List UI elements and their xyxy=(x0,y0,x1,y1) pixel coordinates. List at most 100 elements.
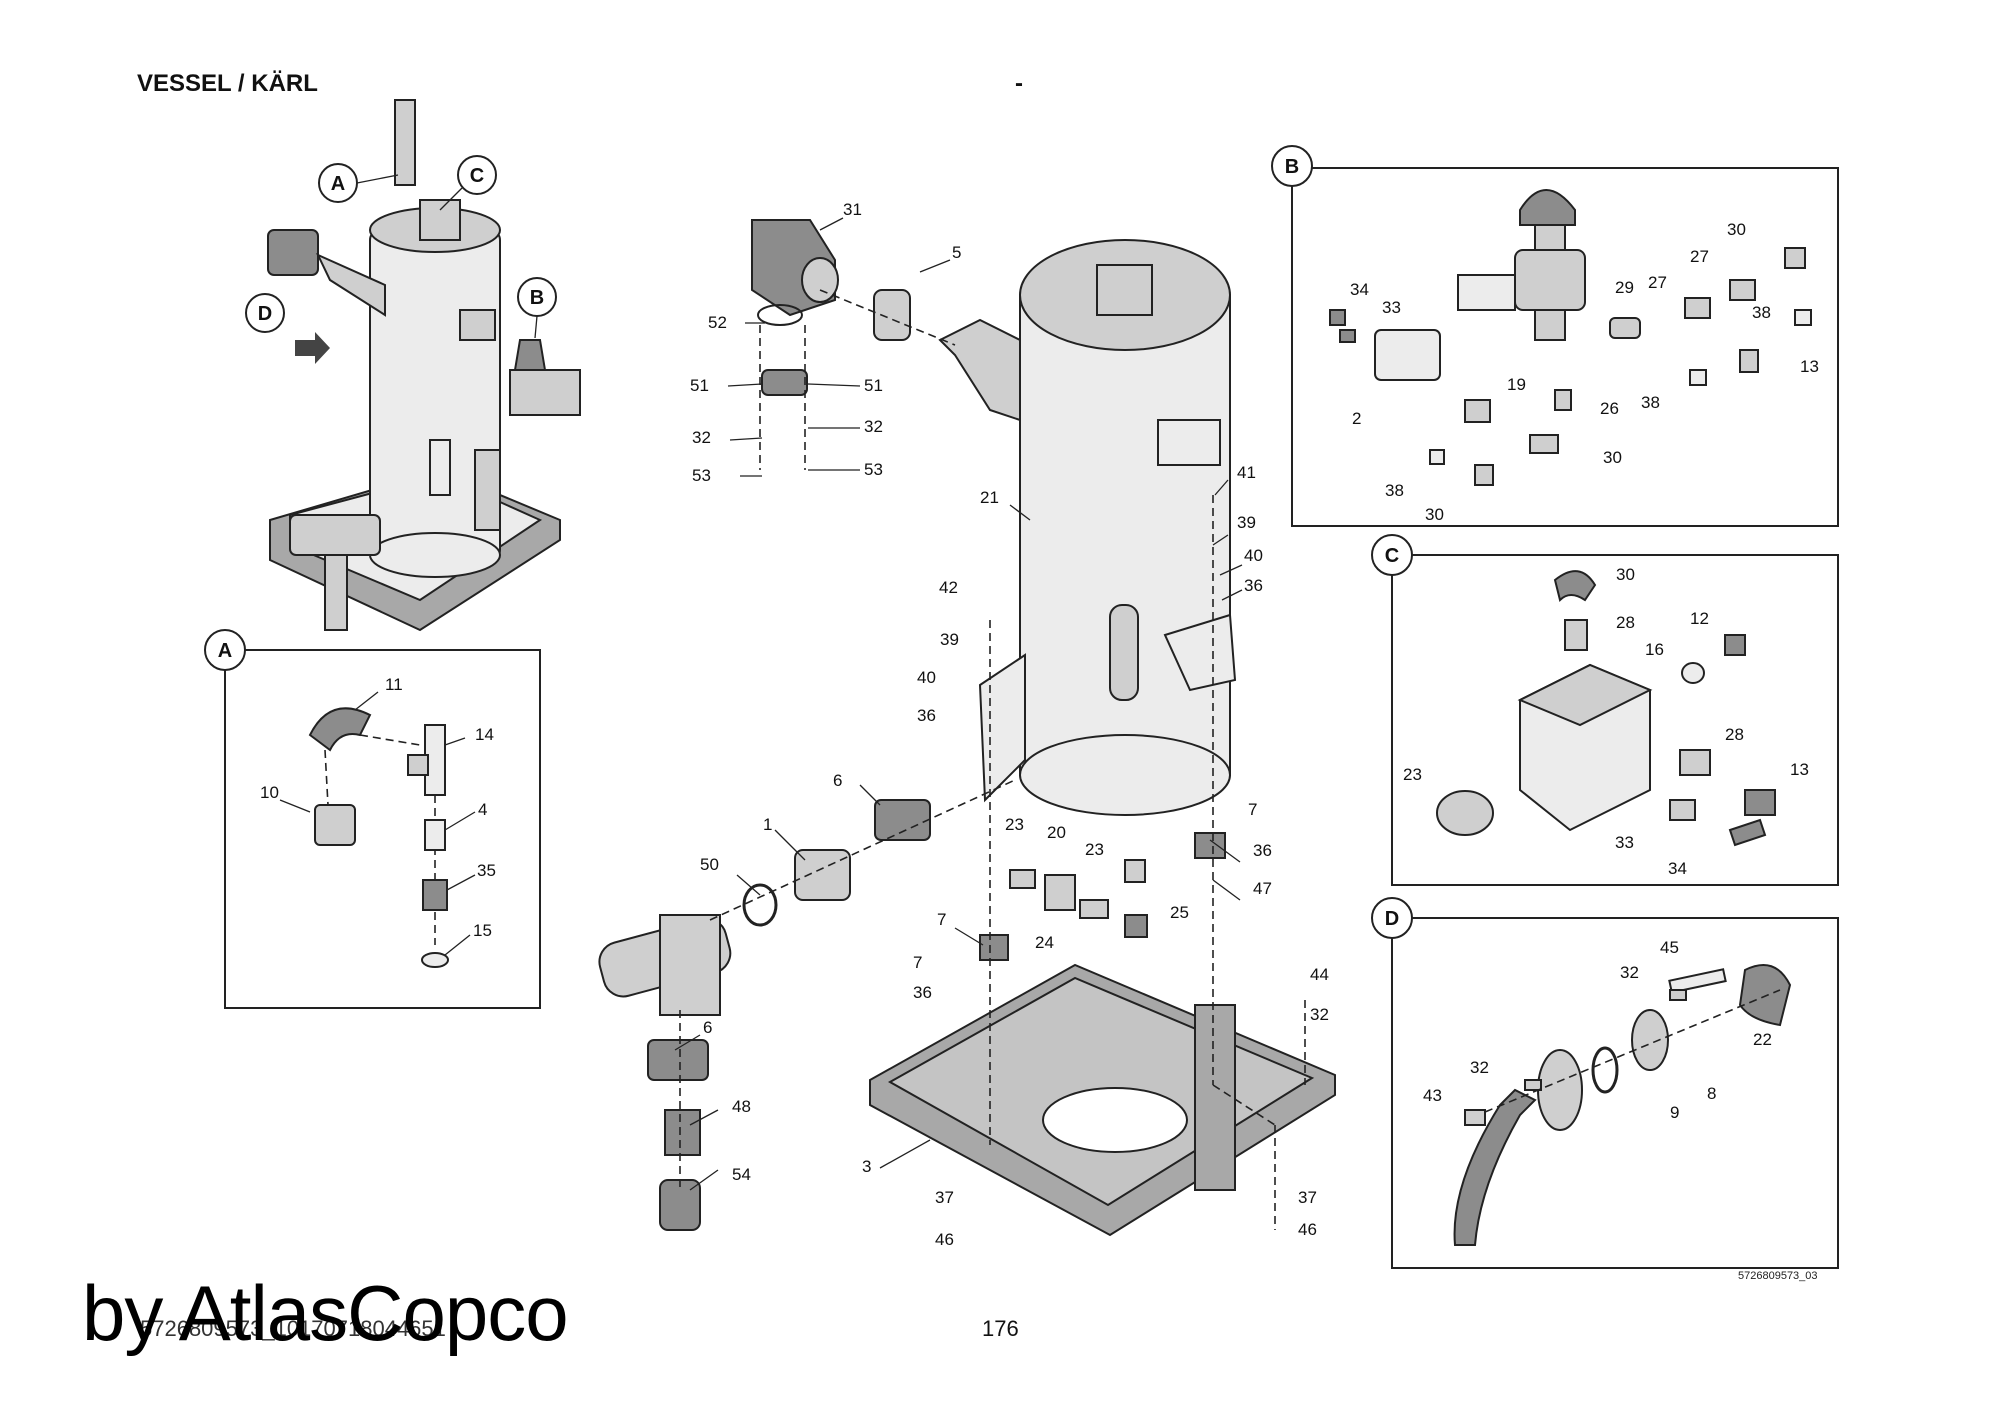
part-number-label: 38 xyxy=(1385,481,1404,500)
overview-assembly xyxy=(267,99,581,632)
part-number-label: 51 xyxy=(690,376,709,395)
callout-b-top: B xyxy=(517,277,557,339)
page-title: VESSEL / KÄRL xyxy=(137,70,318,97)
part-number-label: 33 xyxy=(1382,298,1401,317)
part-number-label: 35 xyxy=(477,861,496,880)
callout-d-top: D xyxy=(245,293,330,364)
part-number-label: 34 xyxy=(1350,280,1369,299)
drawing-id: 5726809573_03 xyxy=(1738,1270,1818,1282)
main-leaders xyxy=(674,217,1243,1191)
part-number-label: 23 xyxy=(1085,840,1104,859)
part-number-label: 51 xyxy=(864,376,883,395)
part-number-label: 54 xyxy=(732,1165,751,1184)
main-left-pipework xyxy=(598,779,1016,1231)
part-number-label: 43 xyxy=(1423,1086,1442,1105)
main-lower-fittings xyxy=(979,832,1226,961)
part-number-label: 32 xyxy=(864,417,883,436)
part-number-label: 39 xyxy=(1237,513,1256,532)
part-number-label: 39 xyxy=(940,630,959,649)
detail-a-parts xyxy=(308,707,449,968)
part-number-label: 37 xyxy=(1298,1188,1317,1207)
part-number-label: 31 xyxy=(843,200,862,219)
part-number-label: 29 xyxy=(1615,278,1634,297)
part-number-label: 13 xyxy=(1790,760,1809,779)
part-number-label: 26 xyxy=(1600,399,1619,418)
detail-c-frame xyxy=(1391,554,1839,886)
part-number-label: 6 xyxy=(703,1018,712,1037)
part-number-label: 23 xyxy=(1005,815,1024,834)
part-number-label: 36 xyxy=(917,706,936,725)
detail-c-parts xyxy=(1436,570,1776,847)
part-number-label: 23 xyxy=(1403,765,1422,784)
part-number-label: 40 xyxy=(917,668,936,687)
part-number-label: 30 xyxy=(1425,505,1444,524)
part-number-label: 25 xyxy=(1170,903,1189,922)
part-number-label: 15 xyxy=(473,921,492,940)
part-number-label: 32 xyxy=(1470,1058,1489,1077)
page-number: 176 xyxy=(982,1316,1019,1341)
callout-a-top: A xyxy=(318,163,399,203)
detail-c-labels: 30 28 12 16 28 13 23 33 34 xyxy=(1403,565,1809,878)
part-number-label: 5 xyxy=(952,243,961,262)
callout-a-letter: A xyxy=(331,173,345,195)
part-number-label: 37 xyxy=(935,1188,954,1207)
part-number-label: 34 xyxy=(1668,859,1687,878)
header-separator: - xyxy=(1015,70,1023,97)
detail-d-labels: 45 32 22 32 43 8 9 xyxy=(1423,938,1772,1122)
main-top-fittings xyxy=(751,219,956,470)
part-number-label: A xyxy=(218,640,232,662)
detail-a-labels: 11 14 10 4 35 15 xyxy=(260,675,496,940)
part-number-label: 30 xyxy=(1616,565,1635,584)
part-number-label: 46 xyxy=(935,1230,954,1249)
detail-d-parts xyxy=(1453,964,1792,1246)
part-number-label: 33 xyxy=(1615,833,1634,852)
callout-c-top: C xyxy=(439,155,497,211)
part-number-label: C xyxy=(1385,545,1399,567)
part-number-label: 27 xyxy=(1690,247,1709,266)
part-number-label: 36 xyxy=(1244,576,1263,595)
part-number-label: 2 xyxy=(1352,409,1361,428)
watermark: by AtlasCopco xyxy=(82,1269,569,1357)
part-number-label: D xyxy=(1385,908,1399,930)
detail-b-parts xyxy=(1329,189,1812,486)
part-number-label: 44 xyxy=(1310,965,1329,984)
part-number-label: 38 xyxy=(1641,393,1660,412)
main-dashed-lines xyxy=(989,495,1306,1230)
part-number-label: 7 xyxy=(913,953,922,972)
part-number-label: 36 xyxy=(1253,841,1272,860)
footer-code: 5726809573_10170718044651 xyxy=(140,1316,446,1341)
part-number-label: 28 xyxy=(1616,613,1635,632)
detail-a-leaders xyxy=(279,691,476,956)
detail-a-callout: A xyxy=(204,629,246,671)
part-number-label: 38 xyxy=(1752,303,1771,322)
part-number-label: 7 xyxy=(937,910,946,929)
part-number-label: 6 xyxy=(833,771,842,790)
part-number-label: 19 xyxy=(1507,375,1526,394)
detail-d-callout: D xyxy=(1371,897,1413,939)
callout-b-letter: B xyxy=(530,287,544,309)
part-number-label: 53 xyxy=(692,466,711,485)
part-number-label: B xyxy=(1285,156,1299,178)
part-number-label: 32 xyxy=(692,428,711,447)
main-tray xyxy=(869,963,1336,1237)
main-vessel xyxy=(938,239,1237,816)
detail-b-frame xyxy=(1291,167,1839,527)
part-number-label: 11 xyxy=(385,675,403,694)
part-number-label: 32 xyxy=(1620,963,1639,982)
part-number-label: 4 xyxy=(478,800,487,819)
part-number-label: 13 xyxy=(1800,357,1819,376)
part-number-label: 48 xyxy=(732,1097,751,1116)
detail-b-callout: B xyxy=(1271,145,1313,187)
part-number-label: 3 xyxy=(862,1157,871,1176)
part-number-label: 8 xyxy=(1707,1084,1716,1103)
part-number-label: 27 xyxy=(1648,273,1667,292)
callout-c-letter: C xyxy=(470,165,484,187)
part-number-label: 36 xyxy=(913,983,932,1002)
part-number-label: 9 xyxy=(1670,1103,1679,1122)
part-number-label: 16 xyxy=(1645,640,1664,659)
part-number-label: 41 xyxy=(1237,463,1256,482)
part-number-label: 20 xyxy=(1047,823,1066,842)
part-number-label: 46 xyxy=(1298,1220,1317,1239)
part-number-label: 42 xyxy=(939,578,958,597)
